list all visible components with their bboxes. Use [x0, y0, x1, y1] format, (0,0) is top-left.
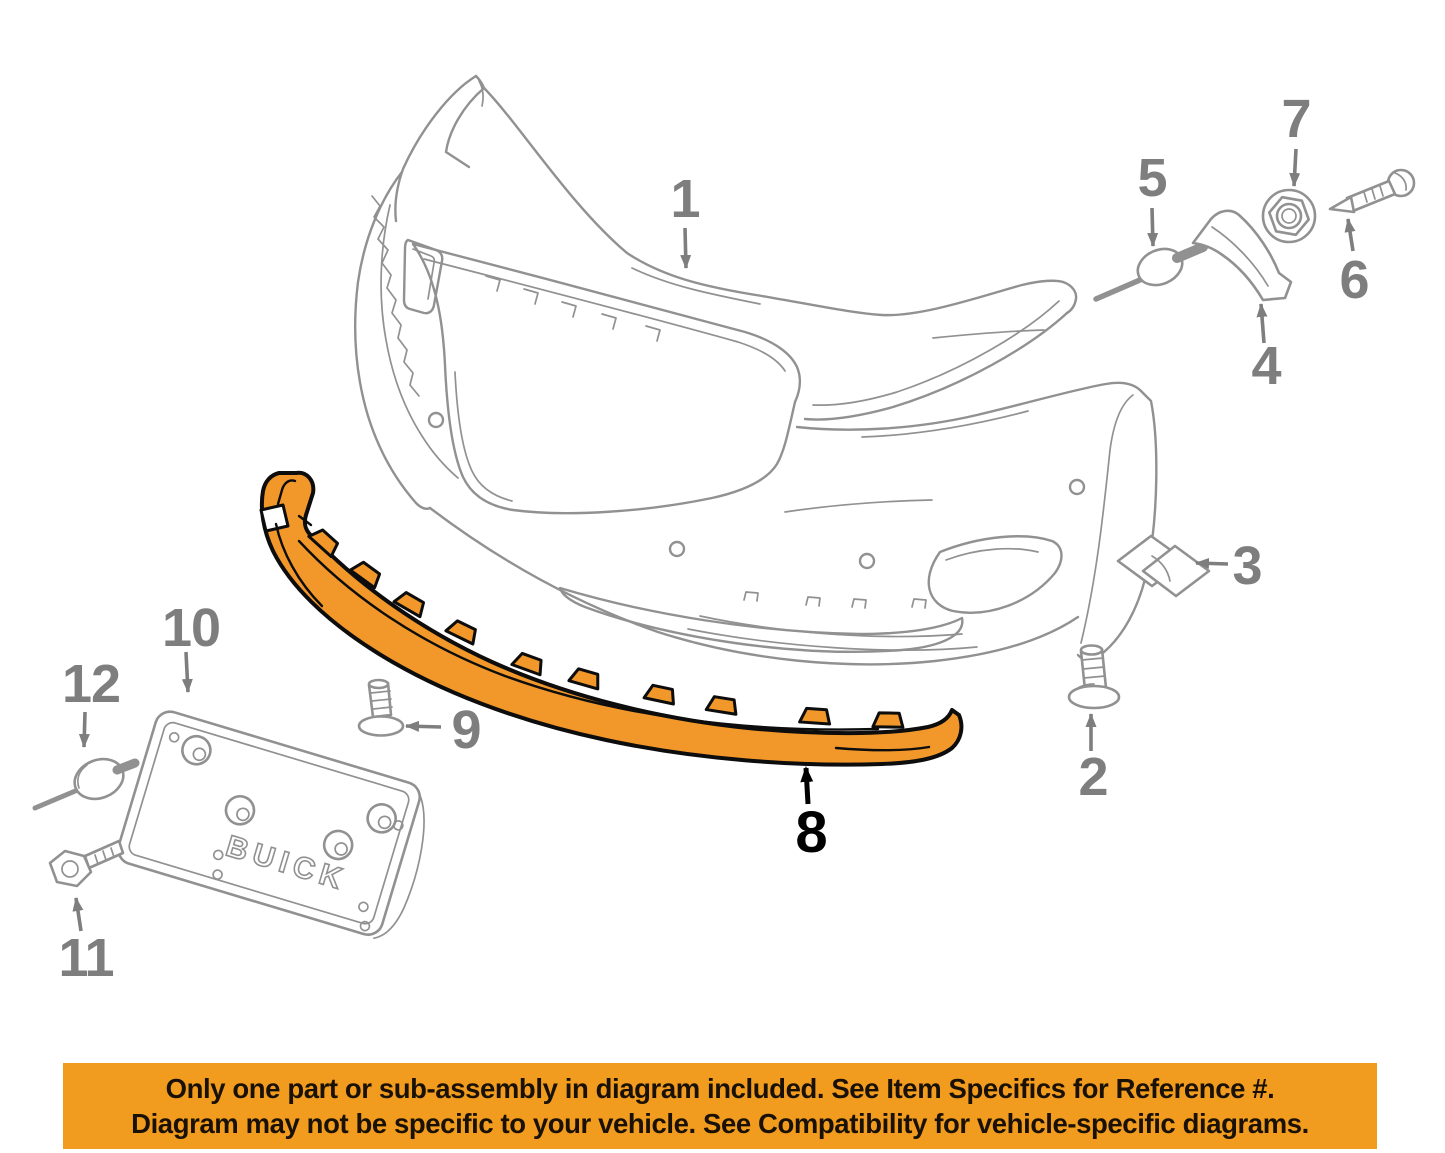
- callout-12: 12: [61, 654, 121, 714]
- callout-2: 2: [1078, 747, 1108, 807]
- leader-1: [680, 227, 692, 269]
- disclaimer-banner: Only one part or sub-assembly in diagram…: [63, 1063, 1377, 1149]
- disclaimer-line-2: Diagram may not be specific to your vehi…: [131, 1107, 1309, 1139]
- leader-7: [1289, 148, 1301, 187]
- callout-8-highlighted: 8: [795, 800, 827, 865]
- part-1-bumper-cover-drawing: [354, 74, 1158, 666]
- leader-9: [405, 720, 442, 732]
- spoiler-mount-tabs: [307, 528, 905, 729]
- callout-11: 11: [58, 928, 114, 988]
- part-12-rivet-drawing: [32, 757, 140, 811]
- disclaimer-line-1: Only one part or sub-assembly in diagram…: [165, 1072, 1275, 1104]
- callout-9: 9: [451, 700, 481, 760]
- part-4-bracket-drawing: [1191, 209, 1293, 302]
- part-9-screw-drawing: [357, 678, 405, 737]
- leader-5: [1147, 207, 1159, 247]
- callout-1: 1: [670, 169, 700, 229]
- callout-4: 4: [1251, 336, 1281, 396]
- part-6-bolt-drawing: [1328, 168, 1416, 214]
- part-10-license-plate-bracket-drawing: BUICK: [116, 710, 425, 940]
- leader-10: [181, 651, 193, 693]
- callout-leader-arrows: [72, 148, 1356, 932]
- part-8-front-spoiler-highlighted: [259, 470, 964, 767]
- callout-10: 10: [161, 598, 221, 658]
- part-2-screw-drawing: [1067, 644, 1121, 710]
- part-7-nut-drawing: [1261, 188, 1317, 244]
- leader-8: [800, 766, 814, 805]
- leader-12: [78, 711, 90, 748]
- plate-mount-bosses: [181, 734, 397, 861]
- callout-6: 6: [1339, 250, 1369, 310]
- leader-6: [1344, 218, 1356, 252]
- callout-5: 5: [1137, 148, 1167, 208]
- leader-3: [1195, 557, 1229, 569]
- part-5-push-pin-drawing: [1093, 242, 1208, 302]
- leader-4: [1256, 303, 1268, 344]
- part-3-clip-drawing: [1116, 534, 1211, 598]
- callout-3: 3: [1232, 536, 1262, 596]
- leader-11: [72, 897, 84, 932]
- part-11-bolt-drawing: [48, 839, 125, 888]
- callout-7: 7: [1281, 89, 1311, 149]
- plate-small-holes: [168, 731, 404, 932]
